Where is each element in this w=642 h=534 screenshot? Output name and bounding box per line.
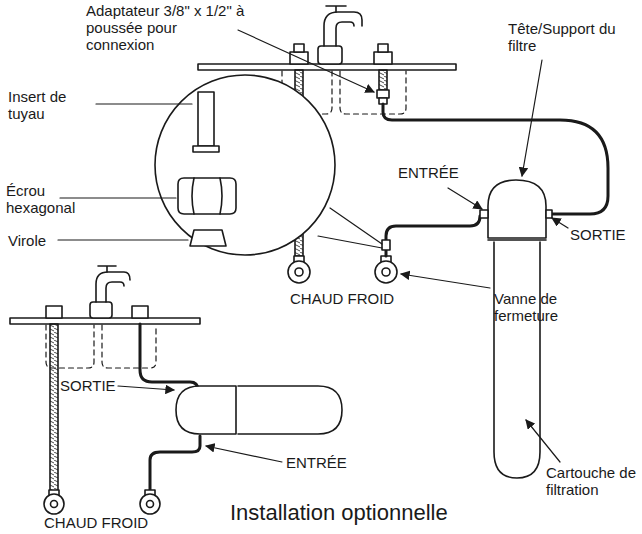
part-label: Vanne de fermeture — [494, 290, 590, 324]
supply-label: CHAUD FROID — [44, 514, 174, 531]
port-label: ENTRÉE — [286, 454, 356, 471]
caption-label: Installation optionnelle — [230, 500, 530, 525]
part-label: Écrou hexagonal — [6, 182, 86, 216]
part-label: Tête/Support du filtre — [508, 20, 618, 54]
part-label: Adaptateur 3/8" x 1/2" à poussée pour co… — [86, 2, 246, 53]
port-label: SORTIE — [60, 377, 130, 394]
port-label: SORTIE — [570, 226, 640, 243]
part-label: Insert de tuyau — [8, 88, 94, 122]
part-label: Cartouche de filtration — [546, 464, 638, 498]
part-label: Virole — [8, 232, 68, 249]
port-label: ENTRÉE — [398, 164, 468, 181]
supply-label: CHAUD FROID — [290, 290, 420, 307]
